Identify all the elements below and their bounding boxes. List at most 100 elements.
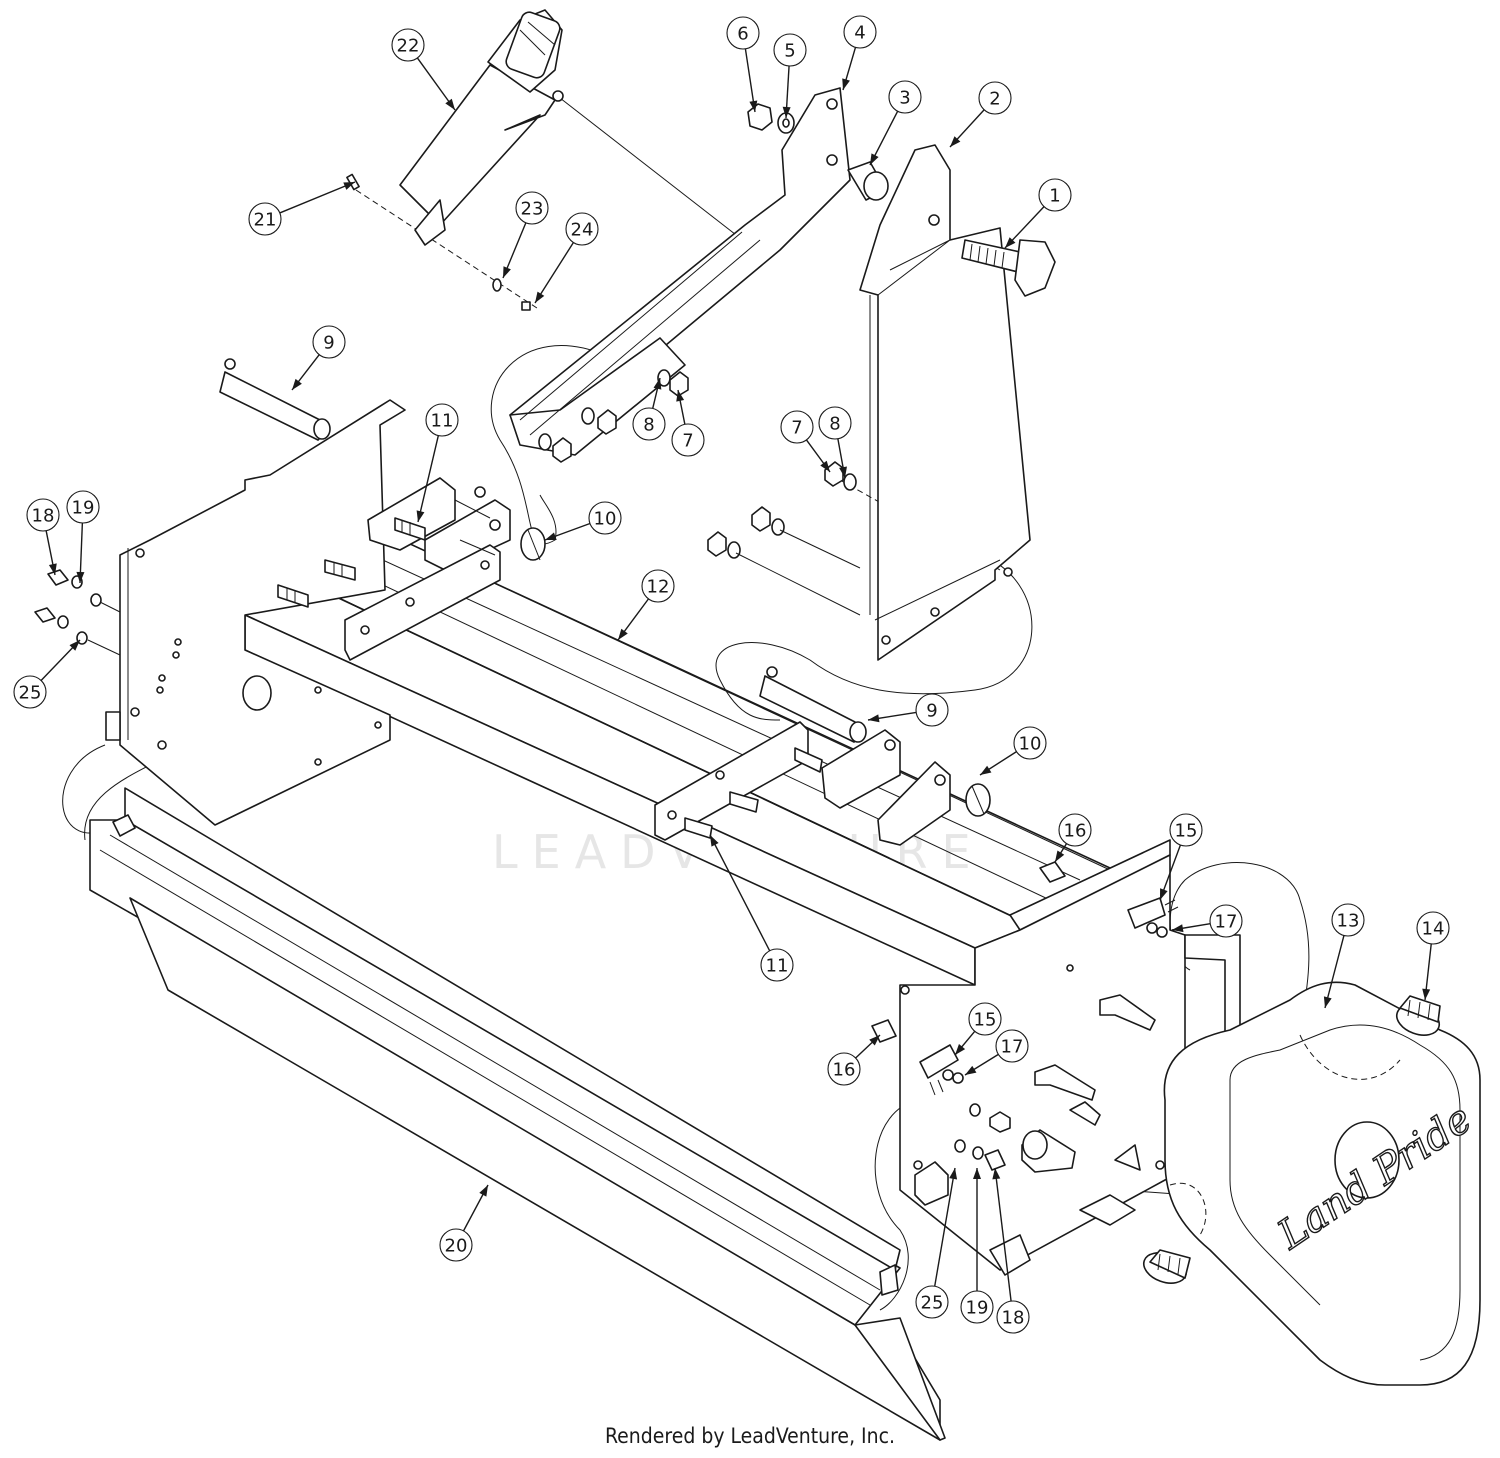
callout-number: 14: [1422, 919, 1445, 940]
callout-6: 6: [726, 16, 760, 113]
callout-number: 7: [791, 418, 802, 439]
callout-number: 17: [1215, 912, 1238, 933]
part-9-pin-right: [759, 666, 867, 743]
right-hitch-lugs: [654, 721, 951, 846]
callout-number: 24: [571, 220, 594, 241]
part-15-bracket-lower: [919, 1044, 964, 1096]
callout-18: 18: [992, 1167, 1030, 1334]
callout-11: 11: [416, 403, 459, 523]
callout-number: 3: [899, 88, 910, 109]
callout-number: 19: [72, 498, 95, 519]
callout-number: 18: [1002, 1308, 1025, 1329]
callout-number: 11: [431, 411, 454, 432]
hardware-nuts-washers: [538, 103, 861, 616]
callout-11: 11: [709, 834, 794, 982]
part-1-bolt: [961, 239, 1056, 297]
callout-number: 25: [19, 683, 42, 704]
callout-number: 15: [974, 1010, 997, 1031]
part-2-mast-plate: [859, 144, 1031, 661]
callout-9: 9: [291, 325, 346, 391]
part-11-bolts-right: [684, 747, 823, 839]
callout-8: 8: [632, 377, 666, 441]
part-11-bolts-left: [277, 517, 426, 608]
callout-20: 20: [439, 1184, 489, 1262]
part-20-blade: [89, 787, 946, 1441]
callout-21: 21: [248, 181, 356, 236]
part-4-arm: [509, 87, 851, 456]
callout-number: 9: [323, 333, 334, 354]
callout-number: 18: [32, 506, 55, 527]
callout-number: 16: [833, 1060, 856, 1081]
part-14-cap-bottom: [1142, 1249, 1191, 1284]
callout-number: 4: [854, 23, 865, 44]
callout-number: 8: [643, 415, 654, 436]
callout-number: 9: [926, 701, 937, 722]
callout-17: 17: [964, 1029, 1029, 1076]
callout-23: 23: [502, 191, 549, 279]
callout-4: 4: [842, 15, 877, 91]
callout-number: 6: [737, 24, 748, 45]
part-15-bracket-upper: [1127, 897, 1179, 938]
callout-10: 10: [979, 726, 1047, 776]
callout-25: 25: [13, 639, 81, 709]
footer-credit: Rendered by LeadVenture, Inc.: [605, 1424, 895, 1448]
left-hitch-lugs: [344, 477, 511, 661]
callout-7: 7: [780, 410, 831, 473]
callout-3: 3: [869, 80, 922, 166]
part-22-top-bracket: [399, 9, 564, 246]
callout-19: 19: [960, 1168, 994, 1324]
callout-14: 14: [1416, 911, 1450, 1001]
part-10-lynch-pin-left: [520, 527, 546, 561]
callout-number: 22: [397, 36, 420, 57]
callout-number: 21: [254, 210, 277, 231]
right-plate-hardware: [954, 994, 1156, 1173]
callout-2: 2: [949, 81, 1012, 148]
callout-13: 13: [1323, 903, 1365, 1009]
callout-16: 16: [827, 1034, 881, 1086]
callout-15: 15: [954, 1002, 1002, 1056]
callout-number: 7: [682, 431, 693, 452]
callout-16: 16: [1054, 813, 1092, 863]
callout-number: 2: [989, 89, 1000, 110]
callout-number: 17: [1001, 1037, 1024, 1058]
callout-number: 23: [521, 199, 544, 220]
part-14-cap-top: [1395, 995, 1441, 1036]
callout-9: 9: [867, 693, 949, 727]
callout-15: 15: [1159, 813, 1203, 901]
callout-number: 8: [829, 414, 840, 435]
callout-number: 5: [784, 41, 795, 62]
callout-number: 20: [445, 1236, 468, 1257]
callout-number: 13: [1337, 911, 1360, 932]
callout-number: 11: [766, 956, 789, 977]
callout-8: 8: [818, 406, 852, 479]
callout-7: 7: [671, 389, 705, 457]
callout-number: 12: [647, 577, 670, 598]
callout-number: 1: [1049, 186, 1060, 207]
left-side-hardware: [34, 569, 121, 656]
callout-1: 1: [1004, 178, 1072, 249]
part-10-lynch-pin-right: [965, 783, 991, 817]
part-23-washer: [492, 278, 502, 292]
part-24-nut: [521, 301, 531, 311]
callout-12: 12: [617, 569, 675, 641]
callout-5: 5: [773, 33, 807, 119]
callout-17: 17: [1171, 904, 1243, 938]
callout-number: 10: [594, 509, 617, 530]
frame-left-end-plate: [105, 399, 406, 826]
callout-number: 16: [1064, 821, 1087, 842]
callout-18: 18: [26, 498, 60, 576]
callout-number: 10: [1019, 734, 1042, 755]
part-9-pin-left: [219, 358, 331, 441]
callout-22: 22: [391, 28, 456, 111]
part-3-spacer: [847, 161, 889, 201]
callout-10: 10: [544, 501, 622, 541]
callout-19: 19: [66, 490, 100, 584]
callout-number: 25: [921, 1293, 944, 1314]
callout-24: 24: [534, 212, 599, 304]
callout-number: 19: [966, 1298, 989, 1319]
part-13-tank: Land Pride: [1163, 981, 1481, 1386]
callout-25: 25: [915, 1167, 958, 1319]
callout-number: 15: [1175, 821, 1198, 842]
